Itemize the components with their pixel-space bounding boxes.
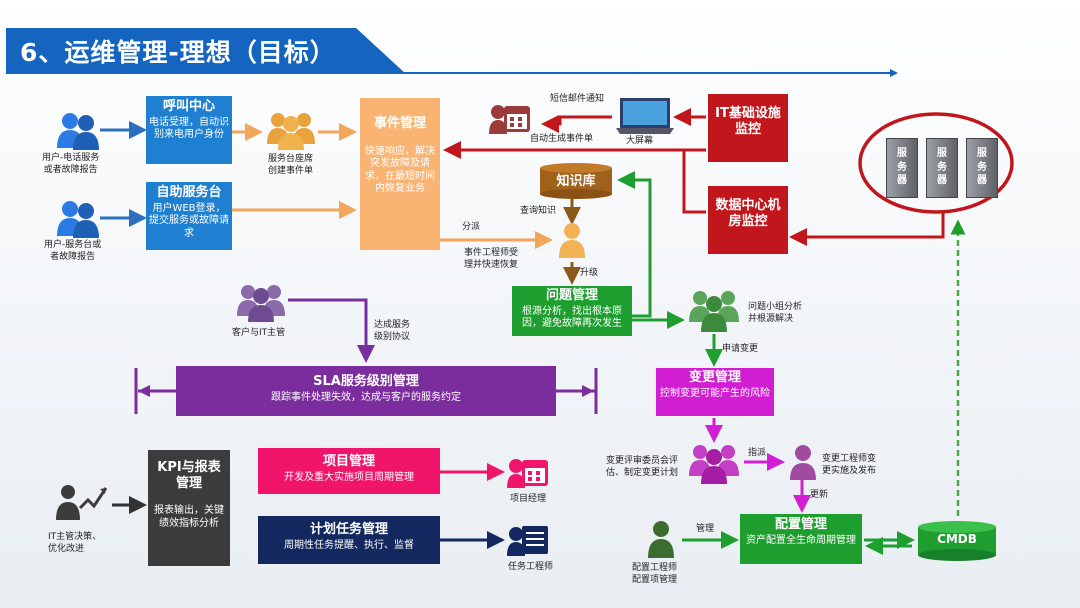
kpi-box: KPI与报表管理 报表输出，关键绩效指标分析 <box>148 450 230 566</box>
label-big-screen: 大屏幕 <box>626 136 654 146</box>
config-title: 配置管理 <box>774 517 827 532</box>
knowledge-base-cylinder <box>540 163 612 199</box>
datacenter-box: 数据中心机房监控 <box>708 186 788 254</box>
title-underline-arrowhead <box>890 69 898 77</box>
project-title: 项目管理 <box>322 454 375 469</box>
sla-desc: 跟踪事件处理失效，达成与客户的服务约定 <box>271 391 461 403</box>
self-service-desc: 用户WEB登录，提交服务或故障请求 <box>149 202 229 239</box>
label-user-desk: 用户-服务台或者故障报告 <box>44 240 102 262</box>
server-1-icon: 服务器 <box>886 138 918 198</box>
change-box: 变更管理 控制变更可能产生的风险 <box>656 368 774 416</box>
cmdb-title: CMDB <box>937 532 977 546</box>
label-customer-it: 客户与IT主管 <box>232 328 286 338</box>
label-assign: 指派 <box>748 448 767 458</box>
incident-box: 事件管理 快速响应，解决突发故障及请求，在最短时间内恢复业务 <box>360 98 440 250</box>
sla-title: SLA服务级别管理 <box>313 374 419 389</box>
call-center-desc: 电话受理，自动识别来电用户身份 <box>149 116 229 141</box>
label-it-director: IT主管决策、优化改进 <box>48 532 102 554</box>
problem-title: 问题管理 <box>545 288 598 303</box>
label-change-engineer: 变更工程师变更实施及发布 <box>822 454 877 476</box>
label-event-engineer: 事件工程师受理并快速恢复 <box>464 248 519 270</box>
plan-task-box: 计划任务管理 周期性任务提醒、执行、监督 <box>258 516 440 564</box>
label-config-engineer: 配置工程师配置项管理 <box>632 563 678 585</box>
label-dispatch: 分派 <box>462 222 481 232</box>
plan-task-desc: 周期性任务提醒、执行、监督 <box>284 539 414 551</box>
project-manager-icon <box>507 459 548 488</box>
call-center-box: 呼叫中心 电话受理，自动识别来电用户身份 <box>146 96 232 164</box>
it-infra-title: IT基础设施监控 <box>715 106 781 137</box>
config-box: 配置管理 资产配置全生命周期管理 <box>740 514 862 564</box>
big-screen-icon <box>616 98 674 134</box>
it-infra-box: IT基础设施监控 <box>708 94 788 162</box>
cab-icon <box>689 445 739 484</box>
auto-ticket-icon <box>489 105 530 134</box>
problem-box: 问题管理 根源分析，找出根本原因，避免故障再次发生 <box>512 286 632 336</box>
problem-desc: 根源分析，找出根本原因，避免故障再次发生 <box>522 305 622 330</box>
kpi-desc: 报表输出，关键绩效指标分析 <box>154 505 224 529</box>
customer-it-icon <box>237 285 285 322</box>
incident-desc: 快速响应，解决突发故障及请求，在最短时间内恢复业务 <box>365 145 435 195</box>
call-center-title: 呼叫中心 <box>162 99 215 114</box>
user-phone-icon <box>57 113 99 150</box>
title-banner <box>6 28 406 74</box>
label-project-manager: 项目经理 <box>510 494 547 504</box>
knowledge-base-title: 知识库 <box>556 174 596 189</box>
label-sms-notify: 短信邮件通知 <box>550 94 605 104</box>
label-task-engineer: 任务工程师 <box>508 562 554 572</box>
label-problem-group: 问题小组分析并根源解决 <box>748 302 803 324</box>
datacenter-title: 数据中心机房监控 <box>715 198 781 229</box>
server-3-icon: 服务器 <box>966 138 998 198</box>
self-service-title: 自助服务台 <box>156 185 222 200</box>
label-cab: 变更评审委员会评估、制定变更计划 <box>606 456 679 478</box>
user-desk-icon <box>57 201 99 238</box>
problem-group-icon <box>689 291 739 332</box>
page-title: 6、运维管理-理想（目标） <box>20 38 336 67</box>
config-engineer-icon <box>648 521 674 558</box>
self-service-box: 自助服务台 用户WEB登录，提交服务或故障请求 <box>146 182 232 250</box>
label-manage: 管理 <box>696 524 715 534</box>
cmdb-cylinder <box>918 521 996 561</box>
change-desc: 控制变更可能产生的风险 <box>660 387 770 399</box>
desk-agent-icon <box>267 113 315 150</box>
change-engineer-icon <box>790 445 816 480</box>
label-user-phone: 用户-电话服务或者故障报告 <box>42 153 100 175</box>
label-update: 更新 <box>810 490 829 500</box>
label-desk-agent: 服务台座席创建事件单 <box>268 154 314 176</box>
it-director-icon <box>56 485 108 520</box>
label-sla-agree: 达成服务级别协议 <box>374 320 411 342</box>
label-upgrade: 升级 <box>580 268 599 278</box>
event-engineer-icon <box>559 223 585 258</box>
project-box: 项目管理 开发及重大实施项目周期管理 <box>258 448 440 494</box>
change-title: 变更管理 <box>688 370 741 385</box>
config-desc: 资产配置全生命周期管理 <box>746 534 856 546</box>
server-2-icon: 服务器 <box>926 138 958 198</box>
project-desc: 开发及重大实施项目周期管理 <box>284 471 414 483</box>
label-auto-ticket: 自动生成事件单 <box>530 134 594 144</box>
label-query-kb: 查询知识 <box>520 206 557 216</box>
sla-box: SLA服务级别管理 跟踪事件处理失效，达成与客户的服务约定 <box>176 366 556 416</box>
title-underline <box>6 72 894 74</box>
kpi-title: KPI与报表管理 <box>157 460 221 491</box>
plan-task-title: 计划任务管理 <box>309 522 388 537</box>
task-engineer-icon <box>507 526 548 556</box>
label-apply-change: 申请变更 <box>722 344 759 354</box>
incident-title: 事件管理 <box>373 116 426 131</box>
